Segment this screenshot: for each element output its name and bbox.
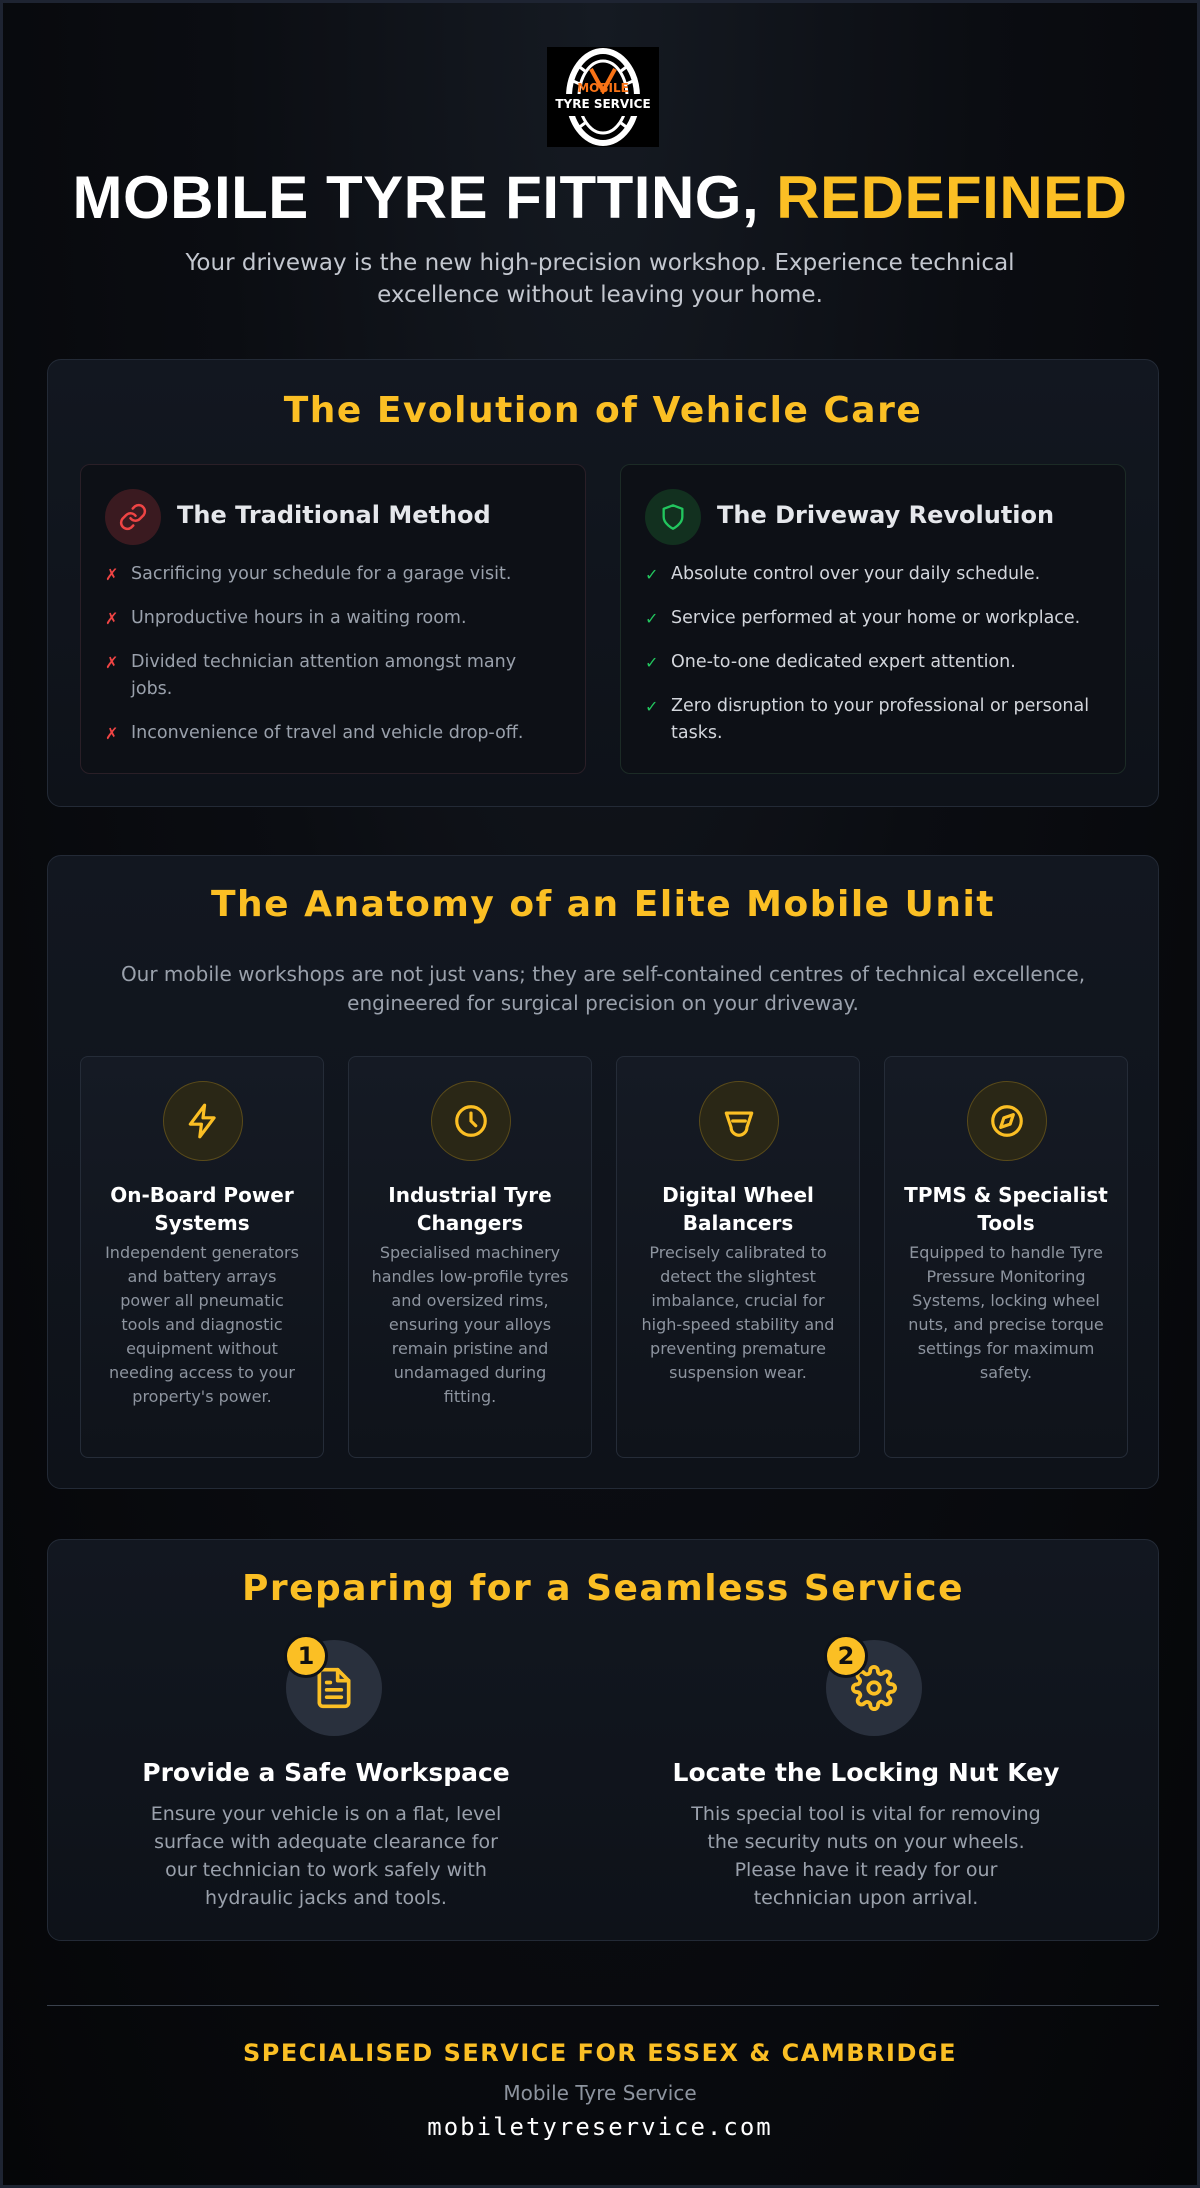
feature-card-power: On-Board Power Systems Independent gener… [80, 1056, 324, 1458]
list-item: ✗Unproductive hours in a waiting room. [105, 605, 561, 632]
step-title: Locate the Locking Nut Key [672, 1758, 1060, 1787]
feature-title: TPMS & Specialist Tools [904, 1183, 1108, 1235]
step-title: Provide a Safe Workspace [142, 1758, 510, 1787]
hero-title-main: MOBILE TYRE FITTING, [72, 164, 777, 231]
feature-title: Industrial Tyre Changers [388, 1183, 552, 1235]
step-description: This special tool is vital for removing … [691, 1803, 1041, 1909]
feature-title: Digital Wheel Balancers [662, 1183, 814, 1235]
driveway-revolution-list: ✓Absolute control over your daily schedu… [645, 561, 1101, 764]
feature-description: Independent generators and battery array… [105, 1243, 299, 1406]
prepare-panel: Preparing for a Seamless Service 1 Provi… [47, 1539, 1159, 1941]
cross-icon: ✗ [105, 653, 119, 672]
feature-card-tpms: TPMS & Specialist Tools Equipped to hand… [884, 1056, 1128, 1458]
evolution-panel: The Evolution of Vehicle Care The Tradit… [47, 359, 1159, 807]
hero-subtitle: Your driveway is the new high-precision … [185, 250, 1015, 308]
step-number-badge: 1 [284, 1634, 328, 1678]
footer-url-link[interactable]: mobiletyreservice.com [427, 2113, 773, 2141]
hero-title-accent: REDEFINED [776, 164, 1128, 231]
footer-divider [47, 2005, 1159, 2006]
shield-icon [645, 489, 701, 545]
feature-description: Precisely calibrated to detect the sligh… [641, 1243, 835, 1382]
list-item: ✗Sacrificing your schedule for a garage … [105, 561, 561, 588]
feature-title: On-Board Power Systems [110, 1183, 294, 1235]
logo-line-2: TYRE SERVICE [555, 97, 651, 111]
evolution-title: The Evolution of Vehicle Care [283, 390, 923, 431]
step-description: Ensure your vehicle is on a flat, level … [150, 1803, 502, 1909]
prepare-title: Preparing for a Seamless Service [241, 1568, 965, 1609]
balance-icon [699, 1081, 779, 1161]
cross-icon: ✗ [105, 565, 119, 584]
list-item: ✓One-to-one dedicated expert attention. [645, 649, 1101, 676]
feature-description: Specialised machinery handles low-profil… [371, 1243, 569, 1406]
anatomy-panel: The Anatomy of an Elite Mobile Unit Our … [47, 855, 1159, 1489]
footer-tagline: SPECIALISED SERVICE FOR ESSEX & CAMBRIDG… [243, 2039, 957, 2067]
compass-icon [967, 1081, 1047, 1161]
list-item: ✗Inconvenience of travel and vehicle dro… [105, 720, 561, 747]
anatomy-title: The Anatomy of an Elite Mobile Unit [210, 884, 996, 925]
feature-description: Equipped to handle Tyre Pressure Monitor… [908, 1243, 1104, 1382]
lightning-icon [163, 1081, 243, 1161]
driveway-revolution-card: The Driveway Revolution ✓Absolute contro… [620, 464, 1126, 774]
traditional-method-list: ✗Sacrificing your schedule for a garage … [105, 561, 561, 764]
check-icon: ✓ [645, 609, 659, 628]
check-icon: ✓ [645, 697, 659, 716]
feature-card-tyre-changers: Industrial Tyre Changers Specialised mac… [348, 1056, 592, 1458]
cross-icon: ✗ [105, 609, 119, 628]
list-item: ✓Zero disruption to your professional or… [645, 693, 1101, 747]
tyre-logo-icon [547, 48, 659, 146]
driveway-revolution-title: The Driveway Revolution [717, 501, 1055, 529]
logo-line-1: MOBILE [577, 81, 629, 95]
list-item: ✓Absolute control over your daily schedu… [645, 561, 1101, 588]
anatomy-description: Our mobile workshops are not just vans; … [120, 962, 1086, 1015]
link-icon [105, 489, 161, 545]
list-item: ✗Divided technician attention amongst ma… [105, 649, 561, 703]
feature-card-wheel-balancers: Digital Wheel Balancers Precisely calibr… [616, 1056, 860, 1458]
check-icon: ✓ [645, 653, 659, 672]
traditional-method-card: The Traditional Method ✗Sacrificing your… [80, 464, 586, 774]
brand-logo: MOBILE TYRE SERVICE [547, 47, 659, 147]
hero-title: MOBILE TYRE FITTING, REDEFINED [3, 163, 1197, 232]
step-number-badge: 2 [824, 1634, 868, 1678]
traditional-method-title: The Traditional Method [177, 501, 491, 529]
list-item: ✓Service performed at your home or workp… [645, 605, 1101, 632]
cross-icon: ✗ [105, 724, 119, 743]
clock-icon [431, 1081, 511, 1161]
check-icon: ✓ [645, 565, 659, 584]
footer-brand: Mobile Tyre Service [503, 2081, 697, 2105]
